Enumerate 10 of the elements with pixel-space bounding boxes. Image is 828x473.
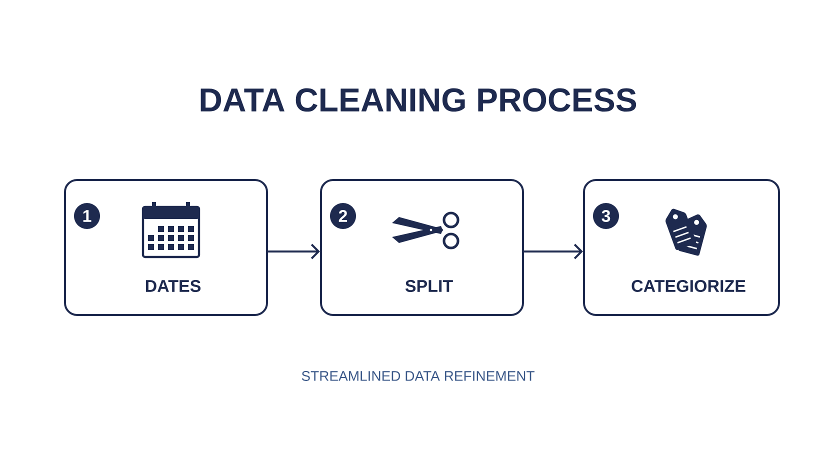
number-badge: 1	[74, 202, 100, 229]
step-label: SPLIT	[405, 280, 453, 292]
step-label: DATES	[146, 280, 201, 292]
number-badge: 3	[593, 202, 619, 229]
arrow	[268, 244, 320, 260]
caption: STREAMLINED DATA REFINEMENT	[302, 371, 534, 381]
number-badge: 2	[330, 202, 356, 229]
title: DATA CLEANING PROCESS	[200, 88, 636, 112]
arrow	[524, 244, 583, 260]
step-label: CATEGIORIZE	[632, 280, 746, 292]
